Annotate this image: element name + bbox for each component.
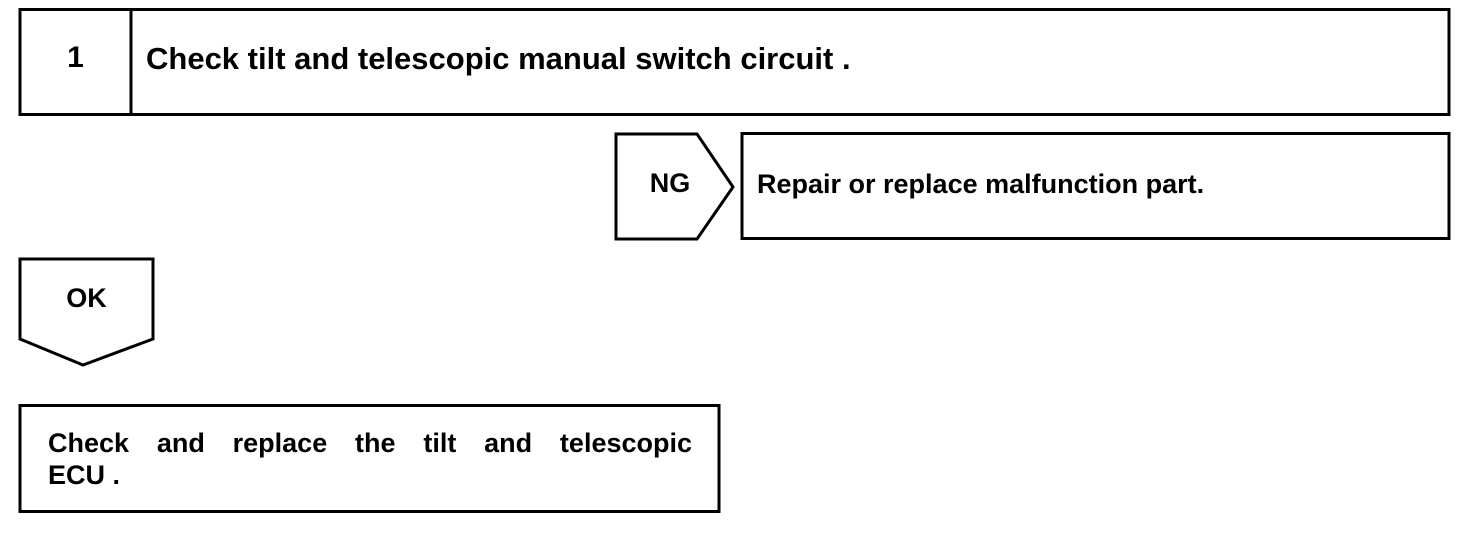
step-box <box>18 8 1451 116</box>
ok-action-text-line2: ECU . <box>48 460 121 490</box>
step-title: Check tilt and telescopic manual switch … <box>146 41 851 76</box>
ng-action-box <box>740 132 1451 240</box>
ng-arrow-shape <box>614 132 735 241</box>
ok-action-box <box>18 404 721 513</box>
ok-arrow-shape <box>18 257 155 367</box>
step-number: 1 <box>67 41 84 74</box>
ng-action-text: Repair or replace malfunction part. <box>757 169 1205 199</box>
ok-label: OK <box>66 283 107 313</box>
ok-action-text-line1: Check and replace the tilt and telescopi… <box>48 428 692 458</box>
ng-label: NG <box>649 168 691 198</box>
